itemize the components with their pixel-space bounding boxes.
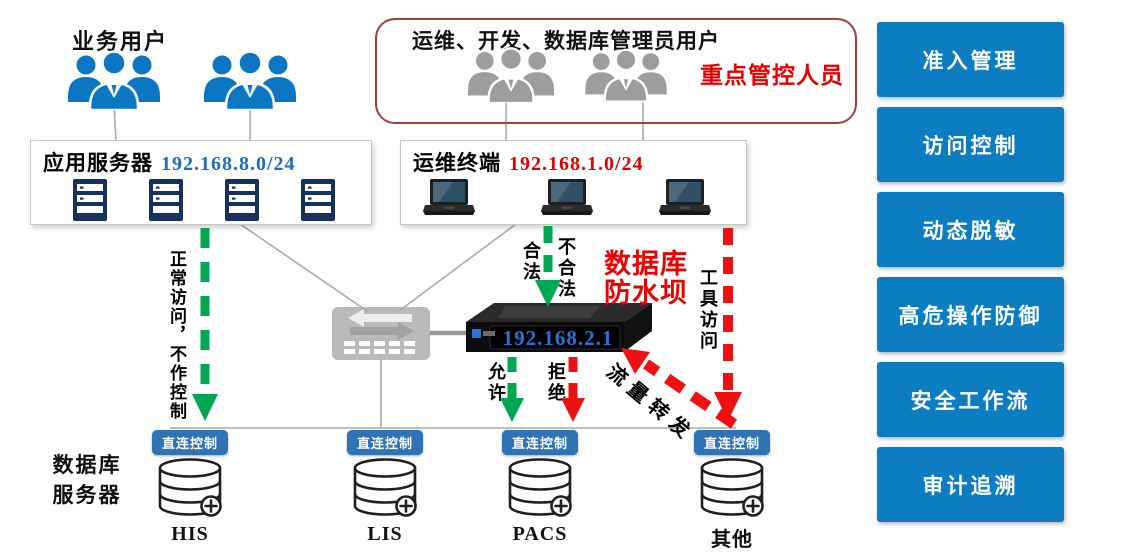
server-icon xyxy=(225,179,259,221)
direct-control-badge: 直连控制 xyxy=(501,430,578,455)
feature-button-security-workflow[interactable]: 安全工作流 xyxy=(877,362,1064,437)
tool-access-arrow xyxy=(714,228,742,421)
managed-users-title: 运维、开发、数据库管理员用户 xyxy=(412,29,720,53)
ops-terminals-subnet: 192.168.1.0/24 xyxy=(509,153,644,175)
managed-users-group-icon xyxy=(461,45,561,103)
business-users-title: 业务用户 xyxy=(72,29,169,54)
db-column-other: 直连控制 其他 xyxy=(686,430,778,552)
laptop-icon xyxy=(541,179,593,217)
app-servers-subnet: 192.168.8.0/24 xyxy=(161,153,296,175)
feature-button-access-control[interactable]: 访问控制 xyxy=(877,107,1064,182)
key-personnel-label: 重点管控人员 xyxy=(700,63,844,88)
illegal-label: 不合法 xyxy=(556,237,576,300)
server-icon xyxy=(73,179,107,221)
managed-users-group-icon xyxy=(580,45,672,103)
allow-label: 允许 xyxy=(486,362,506,404)
direct-control-badge: 直连控制 xyxy=(346,430,423,455)
db-label: 其他 xyxy=(711,529,753,551)
laptop-icon xyxy=(659,179,711,217)
managed-users-box: 运维、开发、数据库管理员用户 xyxy=(375,18,857,124)
laptop-icon xyxy=(423,179,475,217)
tool-access-label: 工具访问 xyxy=(698,268,718,352)
vendor-logo xyxy=(472,329,481,338)
direct-control-badge: 直连控制 xyxy=(693,430,770,455)
feature-button-audit-trace[interactable]: 审计追溯 xyxy=(877,447,1064,522)
db-column-his: 直连控制 HIS xyxy=(144,430,236,546)
normal-access-label: 正常访问，不作控制 xyxy=(167,250,186,421)
db-label: PACS xyxy=(512,523,568,545)
database-icon xyxy=(506,457,574,519)
gateway-ip: 192.168.2.1 xyxy=(502,326,614,350)
db-column-pacs: 直连控制 PACS xyxy=(494,430,586,546)
normal-access-arrow xyxy=(192,228,218,421)
ops-terminals-title: 运维终端 xyxy=(413,151,501,175)
database-icon xyxy=(698,457,766,519)
app-servers-box: 应用服务器 192.168.8.0/24 xyxy=(30,140,372,225)
database-icon xyxy=(156,457,224,519)
legal-label: 合法 xyxy=(521,241,541,283)
db-label: HIS xyxy=(171,523,209,545)
direct-control-badge: 直连控制 xyxy=(151,430,228,455)
switch-icon xyxy=(332,307,430,360)
gateway-label: 数据库防水坝 xyxy=(604,249,688,308)
feature-button-admission-control[interactable]: 准入管理 xyxy=(877,22,1064,97)
server-icon xyxy=(149,179,183,221)
business-users-group-icon xyxy=(198,48,302,110)
db-label: LIS xyxy=(367,523,403,545)
db-servers-title: 数据库 服务器 xyxy=(52,453,122,507)
app-servers-title: 应用服务器 xyxy=(43,151,153,175)
server-icon xyxy=(301,179,335,221)
feature-button-dynamic-masking[interactable]: 动态脱敏 xyxy=(877,192,1064,267)
deny-label: 拒绝 xyxy=(546,362,566,404)
business-users-group-icon xyxy=(62,48,166,110)
database-icon xyxy=(351,457,419,519)
db-column-lis: 直连控制 LIS xyxy=(339,430,431,546)
feature-button-risky-op-defense[interactable]: 高危操作防御 xyxy=(877,277,1064,352)
ops-terminals-box: 运维终端 192.168.1.0/24 xyxy=(400,140,747,225)
